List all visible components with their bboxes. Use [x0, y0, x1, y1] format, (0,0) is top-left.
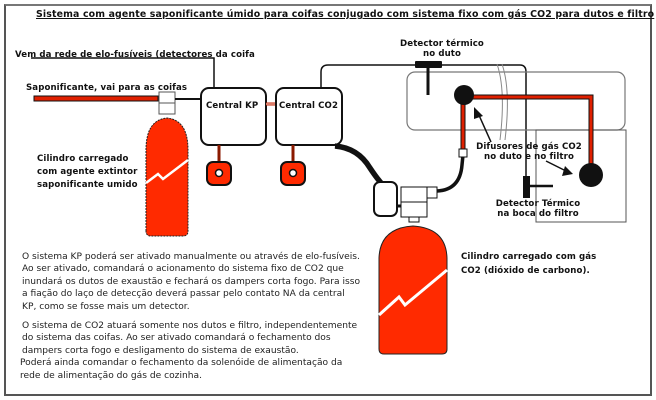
- central-co2-box: [275, 87, 343, 146]
- kp-cylinder-label-line2: com agente extintor: [37, 167, 138, 177]
- paragraph-line: O sistema de CO2 atuará somente nos duto…: [22, 321, 358, 331]
- saponificante-pipe: [33, 95, 159, 102]
- kp-cylinder-label-line3: saponificante umido: [37, 180, 138, 190]
- saponificante-label: Saponificante, vai para as coifas: [26, 83, 188, 93]
- co2-cylinder-stripe: [377, 268, 448, 317]
- paragraph-line: O sistema KP poderá ser ativado manualme…: [22, 252, 360, 262]
- diagram-frame: [4, 4, 652, 396]
- paragraph-line: do sistema das coifas. Ao ser ativado co…: [22, 333, 331, 344]
- kp-cylinder-label: Cilindro carregado com agente extintor s…: [37, 153, 138, 192]
- kp-cylinder-label-line1: Cilindro carregado: [37, 154, 129, 164]
- paragraph-co2-system: O sistema de CO2 atuará somente nos duto…: [20, 320, 358, 382]
- filter-detector-label-line2: na boca do filtro: [497, 209, 579, 219]
- filter-detector-label: Detector Térmico na boca do filtro: [488, 198, 588, 220]
- paragraph-line: a fiação do laço de detecção deverá pass…: [22, 289, 345, 300]
- paragraph-line: KP, como se fosse mais um detector.: [22, 301, 190, 312]
- co2-manual-pull-station-icon: [280, 145, 306, 186]
- duct-detector-label-line1: Detector térmico: [400, 39, 484, 49]
- kp-cylinder-stripe: [145, 159, 189, 184]
- kp-manual-pull-station-icon: [206, 145, 232, 186]
- filter-housing: [535, 129, 627, 223]
- co2-cylinder-icon: [378, 225, 448, 355]
- co2-discharge-hose: [436, 154, 465, 193]
- kp-valve-icon: [158, 91, 176, 115]
- paragraph-kp-system: O sistema KP poderá ser ativado manualme…: [22, 251, 360, 313]
- central-kp-label: Central KP: [206, 101, 259, 111]
- paragraph-line: Poderá ainda comandar o fechamento da so…: [20, 358, 343, 369]
- central-kp-box: [200, 87, 267, 146]
- diffusers-label: Difusores de gás CO2 no duto e no filtro: [464, 141, 594, 163]
- filter-diffuser-icon: [579, 163, 603, 187]
- filter-detector-label-line1: Detector Térmico: [495, 199, 581, 209]
- paragraph-line: Ao ser ativado, comandará o acionamento …: [22, 264, 344, 275]
- arrow-to-filter-diffuser-icon: [545, 160, 573, 176]
- elo-fusiveis-label: Vem da rede de elo-fusíveis (detectores …: [15, 50, 255, 60]
- co2-solenoid-actuator: [373, 181, 398, 217]
- duct: [406, 71, 626, 131]
- co2-cylinder-label-line2: CO2 (dióxido de carbono).: [461, 266, 590, 276]
- filter-heat-detector-icon: [523, 176, 553, 198]
- co2-cylinder-label-line1: Cilindro carregado com gás: [461, 252, 597, 262]
- co2-black-hose: [334, 143, 385, 187]
- diagram-title: Sistema com agente saponificante úmido p…: [36, 9, 655, 20]
- co2-valve-icon: [400, 186, 438, 223]
- duct-heat-detector-icon: [415, 61, 442, 95]
- diffusers-label-line1: Difusores de gás CO2: [476, 142, 582, 152]
- paragraph-line: inundará os dutos de exaustão e fechará …: [22, 276, 361, 287]
- duct-detector-label: Detector térmico no duto: [387, 38, 497, 60]
- diffusers-label-line2: no duto e no filtro: [484, 152, 574, 162]
- duct-detector-label-line2: no duto: [423, 49, 461, 59]
- central-co2-label: Central CO2: [279, 101, 339, 111]
- co2-cylinder-label: Cilindro carregado com gás CO2 (dióxido …: [461, 250, 596, 278]
- duct-diffuser-icon: [454, 85, 474, 105]
- arrow-to-duct-diffuser-icon: [474, 107, 492, 143]
- paragraph-line: dampers corta fogo e desligamento do sis…: [22, 345, 299, 356]
- paragraph-line: rede de alimentação do gás de cozinha.: [20, 370, 202, 381]
- elo-fusiveis-wire: [31, 57, 215, 97]
